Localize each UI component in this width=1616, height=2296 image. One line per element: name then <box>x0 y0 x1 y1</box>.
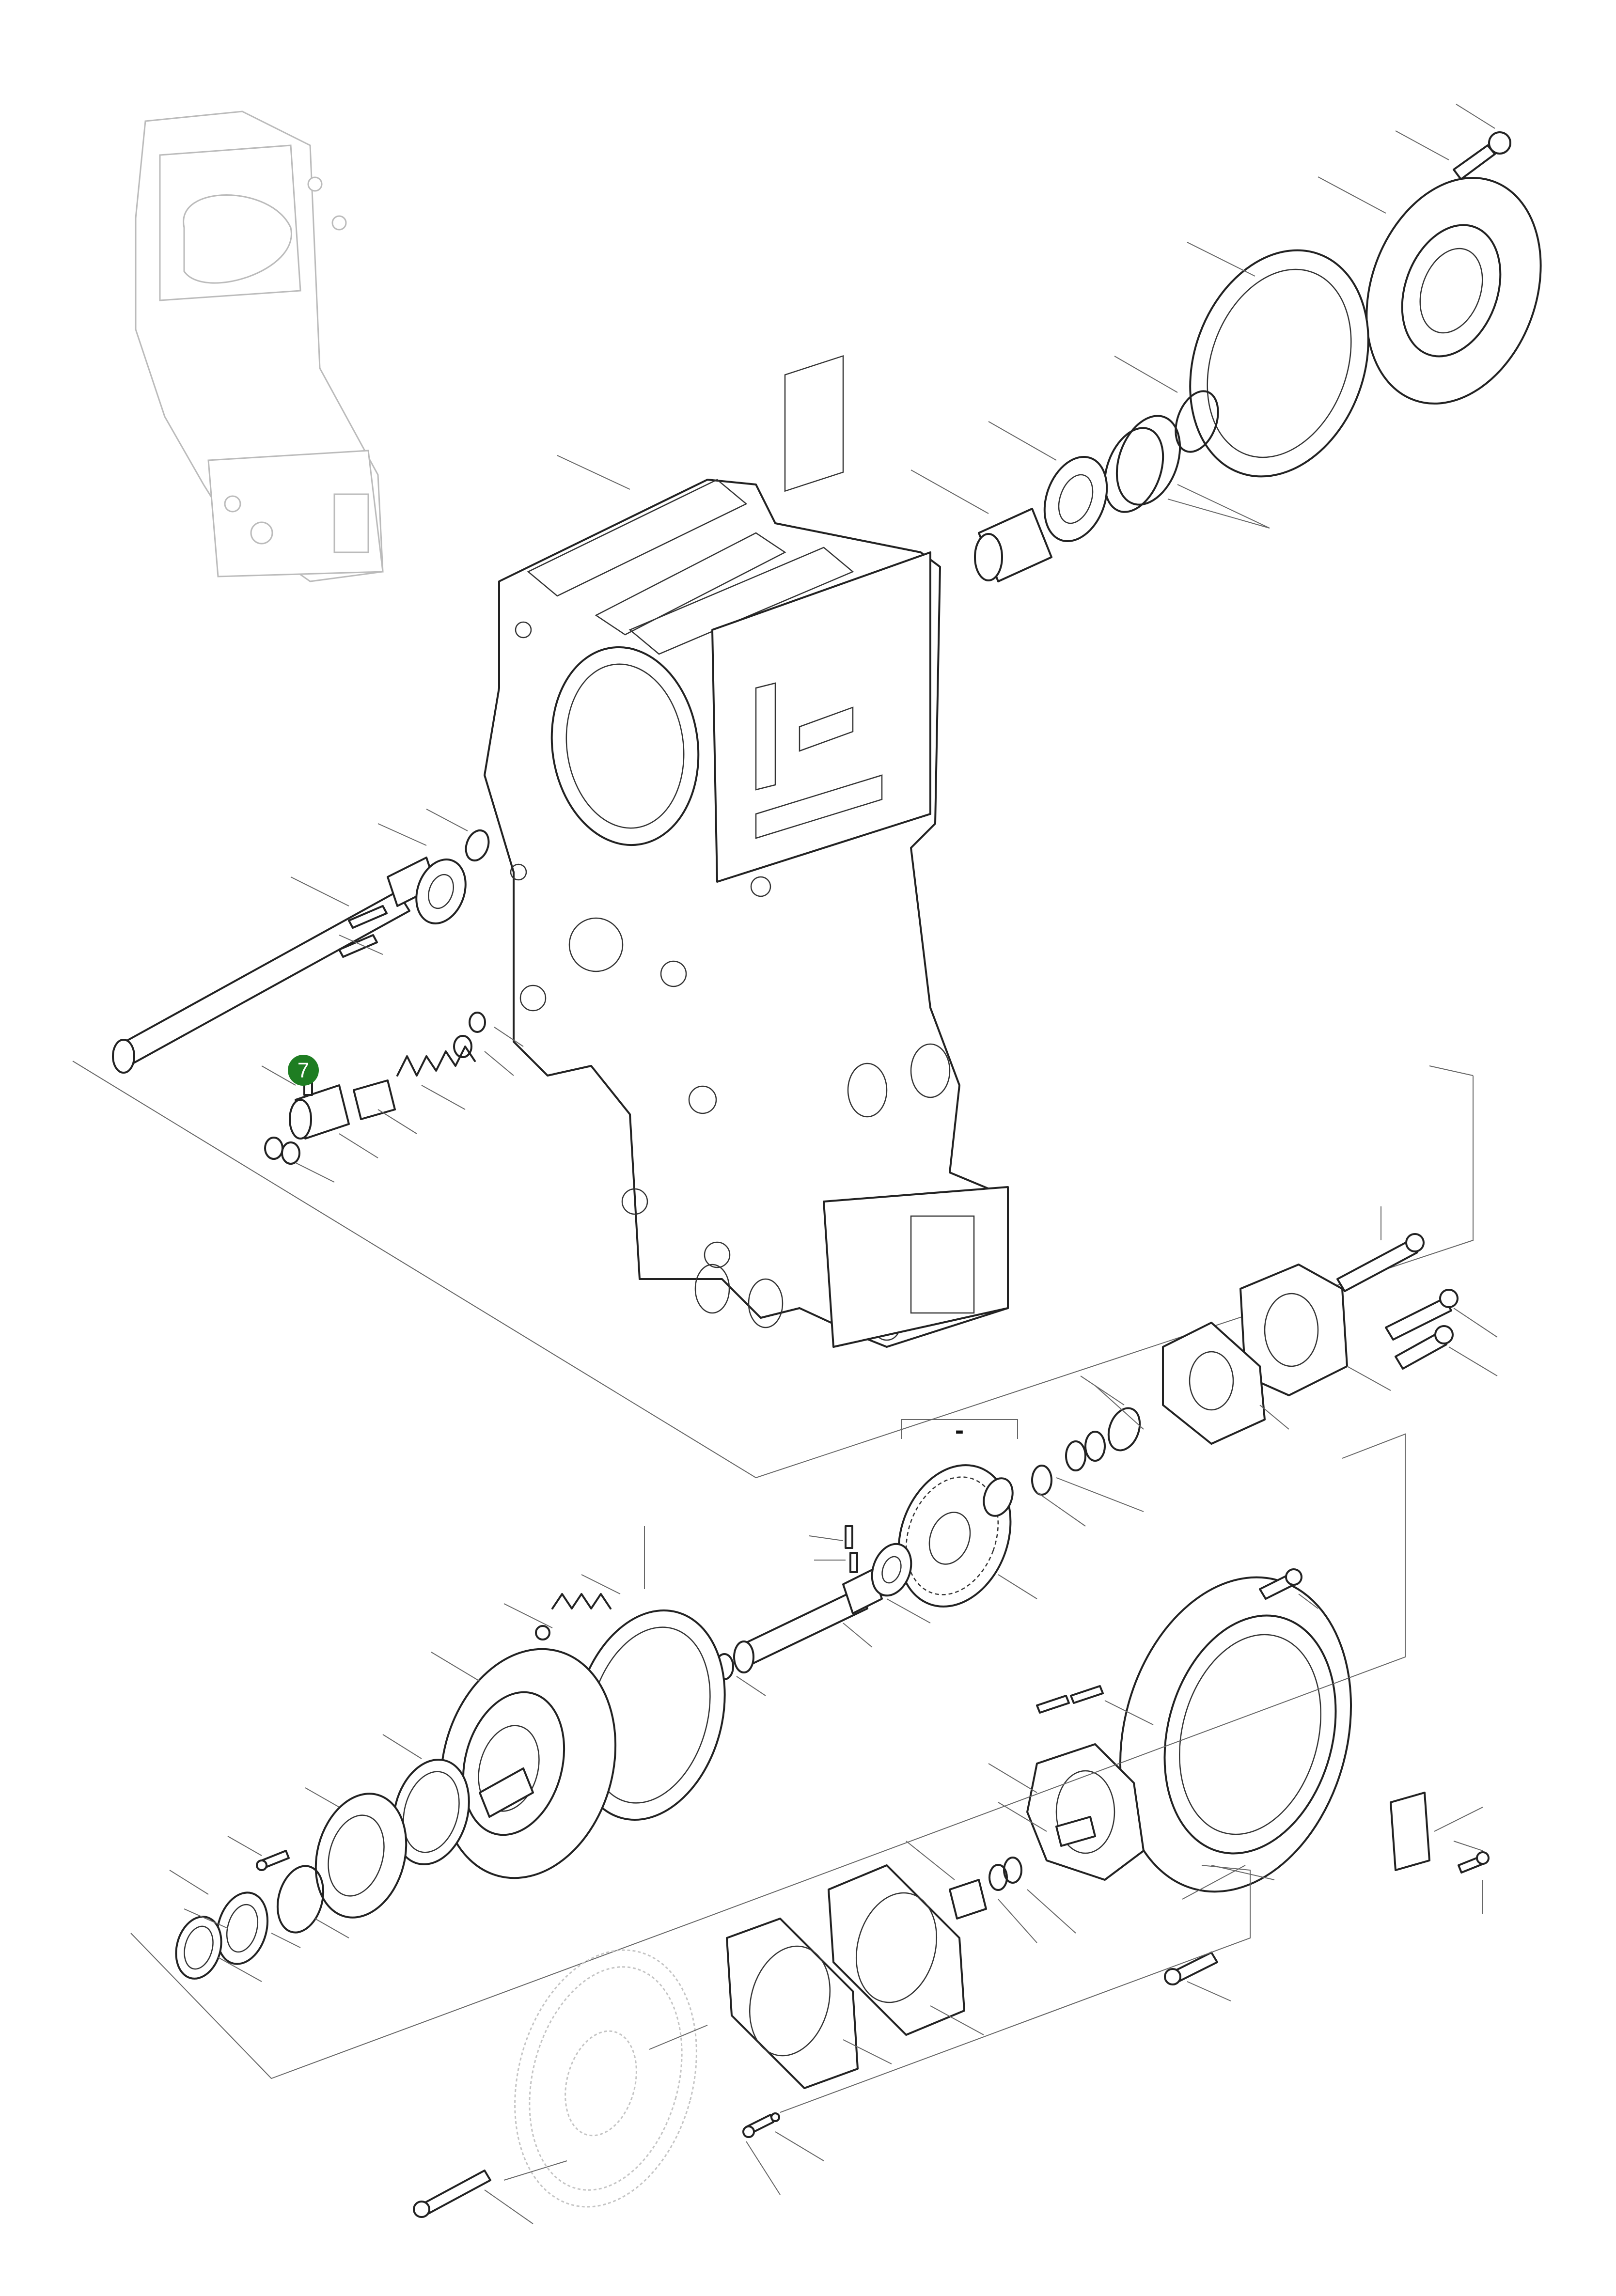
bearing-carrier-group <box>169 1787 408 1982</box>
valve-spool-group <box>261 1012 524 1183</box>
gear-shaft-group <box>503 1464 1037 1696</box>
transmission-housing <box>484 355 1009 1348</box>
group-marker: - <box>901 1416 1018 1445</box>
callout-badge-7[interactable]: 7 <box>288 1055 319 1086</box>
group-bracket-upper <box>72 1061 1474 1479</box>
callout-circle <box>288 1055 319 1086</box>
clutch-cover-group <box>382 1609 726 1879</box>
upper-cover-group <box>910 104 1542 582</box>
group-marker-label: - <box>955 1416 964 1445</box>
input-shaft-group <box>112 809 490 1074</box>
flywheel-adapter-group <box>413 1864 984 2224</box>
output-housing-group <box>906 1568 1490 2001</box>
callout-label: 7 <box>298 1059 309 1082</box>
pump-flange-group <box>1031 1206 1498 1527</box>
group-bracket-lower <box>130 1433 1406 2113</box>
assembly-overview-thumbnail <box>135 110 384 582</box>
